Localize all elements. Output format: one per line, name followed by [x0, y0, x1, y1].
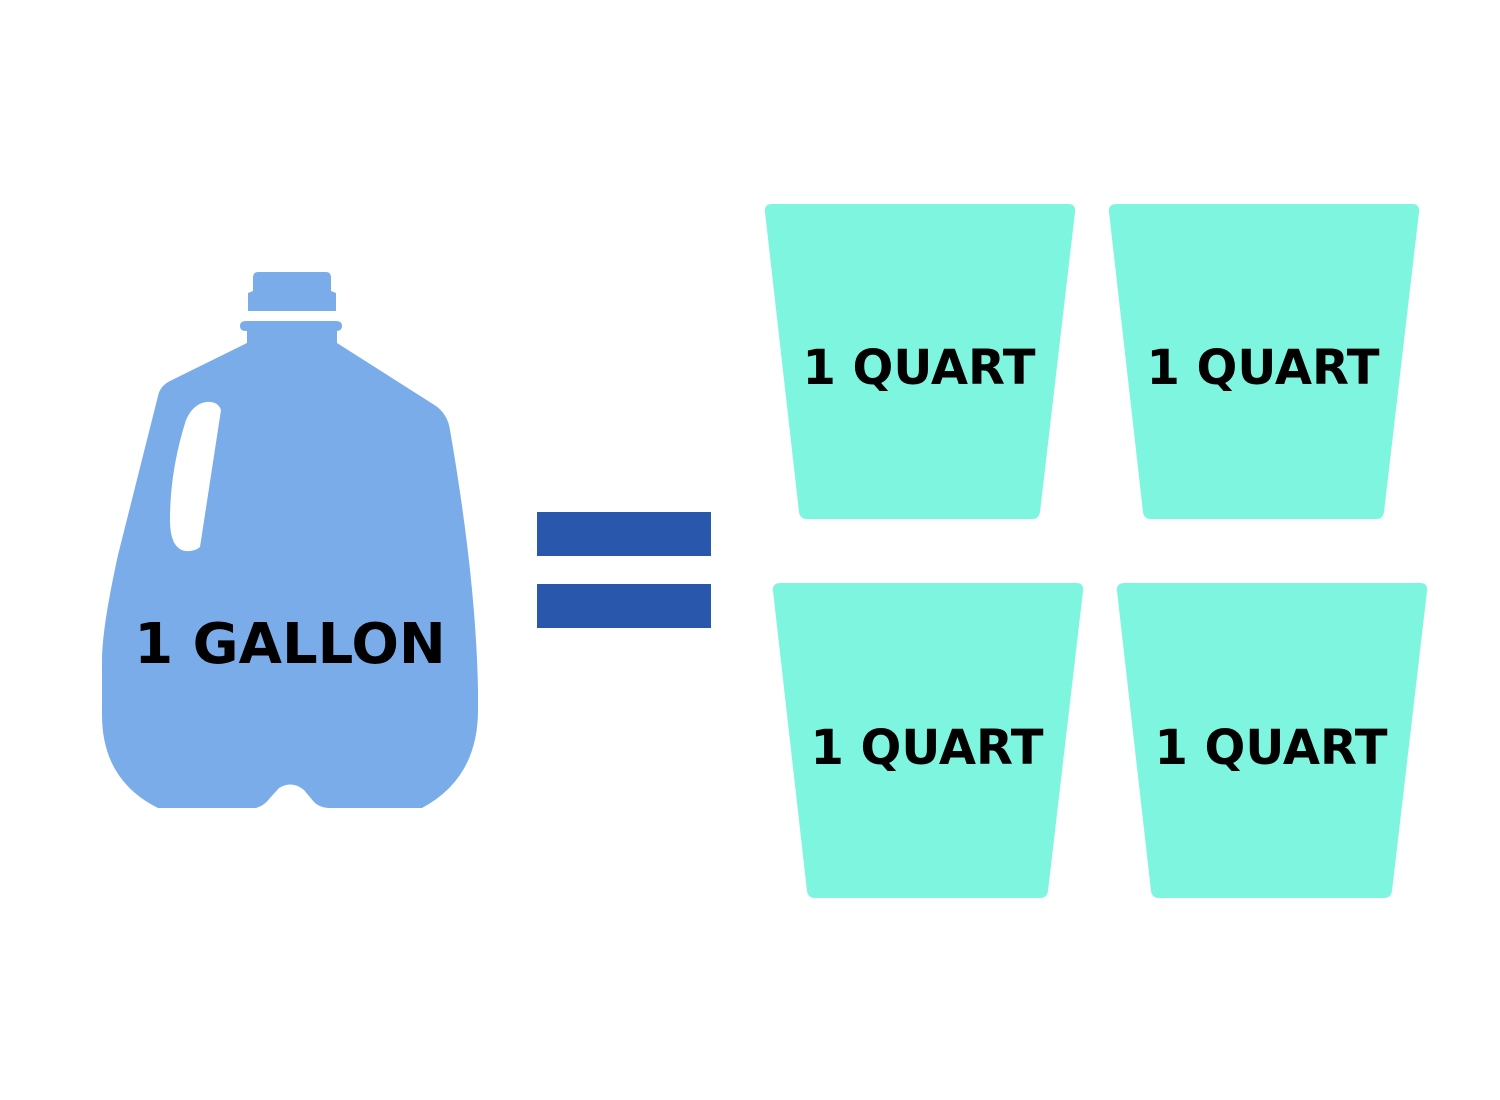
jug-body: [102, 331, 478, 808]
cup-icon: [1108, 204, 1420, 519]
quart-label-3: 1 QUART: [810, 720, 1043, 776]
gallon-label: 1 GALLON: [134, 612, 446, 677]
jug-cap: [248, 272, 336, 311]
jug-handle-hole: [170, 401, 221, 552]
quart-cup-3: 1 QUART: [772, 583, 1084, 898]
cup-icon: [764, 204, 1076, 519]
equals-bar-top: [537, 512, 711, 556]
cup-icon: [1116, 583, 1428, 898]
cup-icon: [772, 583, 1084, 898]
quart-label-1: 1 QUART: [802, 340, 1035, 396]
equals-bar-bottom: [537, 584, 711, 628]
quart-cup-2: 1 QUART: [1108, 204, 1420, 519]
equals-sign-icon: [537, 512, 711, 628]
milk-jug-icon: 1 GALLON: [102, 272, 478, 808]
quart-cup-1: 1 QUART: [764, 204, 1076, 519]
quart-label-4: 1 QUART: [1154, 720, 1387, 776]
quart-label-2: 1 QUART: [1146, 340, 1379, 396]
quart-cup-4: 1 QUART: [1116, 583, 1428, 898]
jug-collar: [240, 321, 342, 331]
